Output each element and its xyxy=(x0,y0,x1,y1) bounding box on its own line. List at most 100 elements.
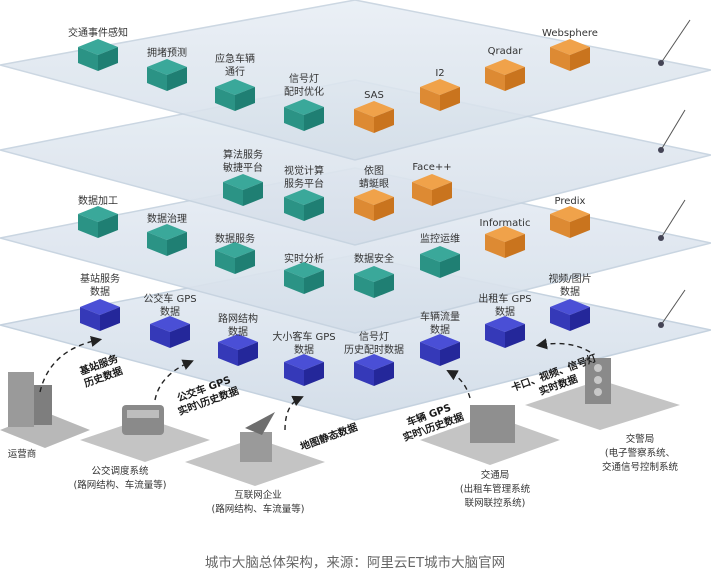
module-label: 数据 xyxy=(294,343,314,356)
module-label: Websphere xyxy=(542,28,598,39)
cube-right-face xyxy=(98,47,118,71)
cube-right-face xyxy=(238,342,258,366)
module-apps-2 xyxy=(215,79,255,111)
cube-right-face xyxy=(505,324,525,348)
cube-right-face xyxy=(374,362,394,386)
source-label: 交通局 xyxy=(481,469,510,481)
module-data-platform-3 xyxy=(284,262,324,294)
source-label: 公交调度系统 xyxy=(91,465,149,477)
cube-right-face xyxy=(304,362,324,386)
cube-right-face xyxy=(235,87,255,111)
cube-left-face xyxy=(354,362,374,386)
cube-right-face xyxy=(304,197,324,221)
module-ai-platform-2 xyxy=(354,189,394,221)
cube-right-face xyxy=(167,232,187,256)
module-apps-3 xyxy=(284,99,324,131)
plane-apps xyxy=(0,0,711,161)
module-label: 车辆流量 xyxy=(420,310,460,323)
module-data-resources-7 xyxy=(550,299,590,331)
carrier-building-icon xyxy=(34,385,52,425)
module-data-platform-4 xyxy=(354,266,394,298)
module-label: 数据服务 xyxy=(215,232,255,245)
cube-left-face xyxy=(550,307,570,331)
cube-right-face xyxy=(505,67,525,91)
cube-right-face xyxy=(170,324,190,348)
cube-left-face xyxy=(284,107,304,131)
cube-left-face xyxy=(354,274,374,298)
internet-cube-icon xyxy=(240,432,272,462)
cube-right-face xyxy=(167,67,187,91)
bus-window xyxy=(127,410,159,418)
cube-left-face xyxy=(485,234,505,258)
module-apps-0 xyxy=(78,39,118,71)
module-label: 依图 xyxy=(364,164,384,177)
truck-icon xyxy=(470,405,515,443)
source-label: (路网结构、车流量等) xyxy=(212,503,305,515)
module-label: 数据加工 xyxy=(78,194,118,207)
module-data-resources-3 xyxy=(284,354,324,386)
bus-platform xyxy=(80,418,210,462)
cube-right-face xyxy=(374,109,394,133)
module-data-resources-4 xyxy=(354,354,394,386)
module-label: 历史配时数据 xyxy=(344,343,404,356)
module-label: 信号灯 xyxy=(289,73,319,85)
module-label: SAS xyxy=(364,90,384,101)
flow-arrow xyxy=(39,335,103,393)
cube-left-face xyxy=(150,324,170,348)
edge-dot xyxy=(658,147,664,153)
source-label: 交警局 xyxy=(626,433,655,445)
cube-left-face xyxy=(147,67,167,91)
flow-arrow xyxy=(284,395,304,431)
carrier-building-icon xyxy=(8,372,34,427)
module-data-resources-2 xyxy=(218,334,258,366)
module-data-resources-5 xyxy=(420,334,460,366)
module-label: 算法服务 xyxy=(223,148,263,161)
source-label: 运营商 xyxy=(8,448,37,460)
cube-left-face xyxy=(284,270,304,294)
edge-line xyxy=(660,289,686,326)
cube-left-face xyxy=(550,214,570,238)
cube-left-face xyxy=(215,250,235,274)
module-label: I2 xyxy=(435,68,444,79)
module-data-platform-1 xyxy=(147,224,187,256)
flow-arrow xyxy=(154,359,194,401)
signal-lamp xyxy=(594,376,602,384)
module-apps-4 xyxy=(354,101,394,133)
cube-left-face xyxy=(485,324,505,348)
module-label: 视频/图片 xyxy=(548,272,591,285)
cube-left-face xyxy=(412,182,432,206)
cube-right-face xyxy=(570,214,590,238)
module-label: 数据治理 xyxy=(147,212,187,225)
cube-left-face xyxy=(215,87,235,111)
module-label: 视觉计算 xyxy=(284,164,324,177)
cube-left-face xyxy=(284,197,304,221)
module-label: 大小客车 GPS xyxy=(272,330,335,343)
module-data-resources-6 xyxy=(485,316,525,348)
cube-right-face xyxy=(98,214,118,238)
source-label: 交通信号控制系统 xyxy=(602,461,679,473)
module-label: 蜻蜓眼 xyxy=(359,177,389,190)
signal-lamp xyxy=(594,388,602,396)
flow-arrow xyxy=(446,370,471,399)
module-apps-6 xyxy=(485,59,525,91)
cube-left-face xyxy=(354,109,374,133)
module-label: 基站服务 xyxy=(80,272,120,285)
module-label: 信号灯 xyxy=(359,331,389,343)
cube-right-face xyxy=(100,307,120,331)
module-label: 服务平台 xyxy=(284,177,324,190)
module-label: Face++ xyxy=(412,162,451,173)
module-label: 路网结构 xyxy=(218,312,258,325)
edge-dot xyxy=(658,235,664,241)
cube-right-face xyxy=(440,87,460,111)
source-label: (出租车管理系统 xyxy=(460,483,531,495)
cube-left-face xyxy=(485,67,505,91)
module-apps-7 xyxy=(550,39,590,71)
cube-left-face xyxy=(223,182,243,206)
paper-plane-icon xyxy=(245,412,275,435)
module-ai-platform-0 xyxy=(223,174,263,206)
cube-right-face xyxy=(235,250,255,274)
module-label: 公交车 GPS xyxy=(143,292,196,305)
